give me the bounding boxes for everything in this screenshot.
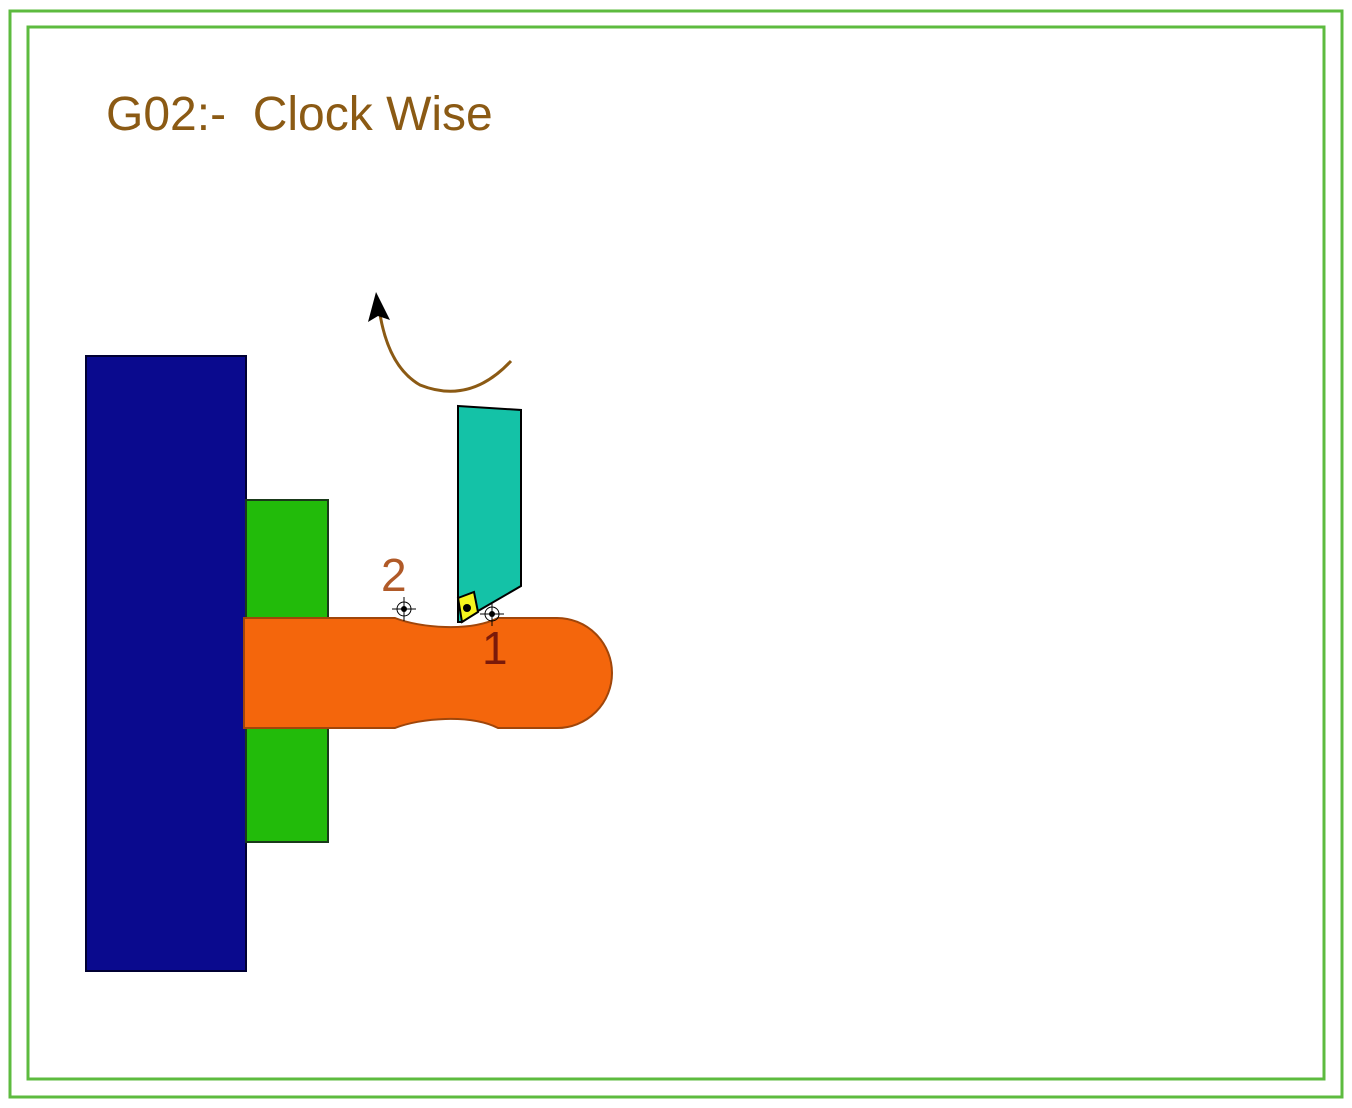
tool-holder: [457, 404, 522, 623]
crosshair-point-icon: [392, 597, 416, 621]
diagram-title: G02:- Clock Wise: [106, 88, 493, 141]
cutting-insert: [456, 590, 480, 624]
clockwise-arrow-icon: [368, 292, 513, 393]
end-point-label: 2: [381, 549, 407, 601]
crosshair-point-icon: [480, 602, 504, 626]
outer-frame: [8, 9, 1344, 1099]
start-point-label: 1: [482, 622, 508, 674]
workpiece: [243, 617, 613, 729]
inner-frame: [26, 25, 1326, 1081]
chuck-body: [85, 355, 247, 972]
